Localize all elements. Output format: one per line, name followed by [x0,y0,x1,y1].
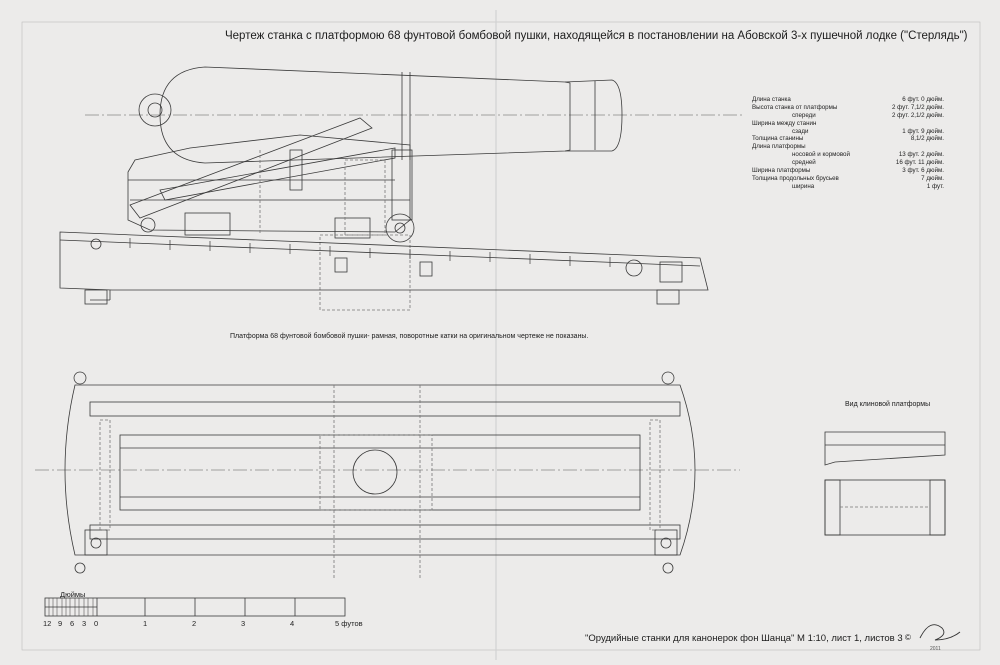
scale-label: 4 [290,619,295,628]
dimension-value: 3 фут. 6 дюйм. [902,167,944,175]
dimension-row: средней 16 фут. 11 дюйм. [752,159,944,167]
wedge-platform-views [824,431,946,536]
wedge-platform-title: Вид клиновой платформы [845,401,931,408]
dimension-value: 1 фут. [926,182,944,190]
dimension-label: спереди [792,111,816,119]
scale-label: 6 [70,619,75,628]
dimension-label: ширина [792,182,815,190]
plan-view [35,371,740,580]
dimension-row: ширина 1 фут. [752,183,944,191]
dimension-row: Толщина станины 8,1/2 дюйм. [752,135,944,143]
dimension-label: Толщина продольных брусьев [752,174,839,182]
drawing-title: Чертеж станка с платформою 68 фунтовой б… [225,30,968,42]
dimension-row: Толщина продольных брусьев 7 дюйм. [752,175,944,183]
scale-label: 0 [94,619,99,628]
gun-barrel [159,66,571,164]
sheet-frame [21,10,981,660]
side-platform [59,231,709,291]
dimension-label: Ширина платформы [752,167,811,175]
dimension-label: Высота станка от платформы [752,103,838,111]
dimension-row: Ширина между станин [752,120,944,128]
dimension-row: Ширина платформы 3 фут. 6 дюйм. [752,167,944,175]
dimension-row: сзади 1 фут. 9 дюйм. [752,128,944,136]
scale-label: 12 [43,619,52,628]
dimension-value: 2 фут. 2,1/2 дюйм. [891,111,944,119]
scale-label: 1 [143,619,148,628]
dimension-value: 16 фут. 11 дюйм. [895,159,944,167]
scale-label: 9 [58,619,63,628]
dimension-row: Высота станка от платформы 2 фут. 7,1/2 д… [752,104,944,112]
dimension-row: спереди 2 фут. 2,1/2 дюйм. [752,112,944,120]
footer-caption: "Орудийные станки для канонерок фон Шанц… [585,633,903,644]
side-view [59,66,745,311]
platform-outline [64,384,696,556]
dimension-label: Толщина станины [752,135,804,143]
signature-year: 2011 [930,646,941,652]
scale-label: 5 футов [335,619,363,628]
signature [919,624,961,641]
dimension-label: Ширина между станин [752,119,817,127]
scale-label: 3 [82,619,87,628]
dimension-label: Длина платформы [752,143,806,151]
carriage-plan [119,434,641,511]
scale-title: Дюймы [60,590,86,599]
dimension-row: носовой и кормовой 13 фут. 2 дюйм. [752,151,944,159]
dimension-label: Длина станка [752,96,791,103]
dimension-label: носовой и кормовой [792,151,850,159]
carriage-side [127,134,411,233]
dimension-value: 2 фут. 7,1/2 дюйм. [891,103,944,111]
scale-bar [44,597,346,617]
dimension-row: Длина платформы [752,143,944,151]
platform-caption: Платформа 68 фунтовой бомбовой пушки- ра… [230,333,589,340]
copyright-symbol: © [905,633,911,642]
dimension-value: 7 дюйм. [921,174,944,182]
dimension-value: 6 фут. 0 дюйм. [902,96,944,103]
dimension-value: 8,1/2 дюйм. [910,135,944,143]
dimension-row: Длина станка 6 фут. 0 дюйм. [752,96,944,104]
scale-label: 3 [241,619,246,628]
dimension-label: средней [792,159,816,167]
scale-label: 2 [192,619,197,628]
front-truck-wheel [385,213,415,243]
dimension-label: сзади [792,127,809,135]
dimension-value: 13 фут. 2 дюйм. [898,151,944,159]
dimension-value: 1 фут. 9 дюйм. [902,127,944,135]
